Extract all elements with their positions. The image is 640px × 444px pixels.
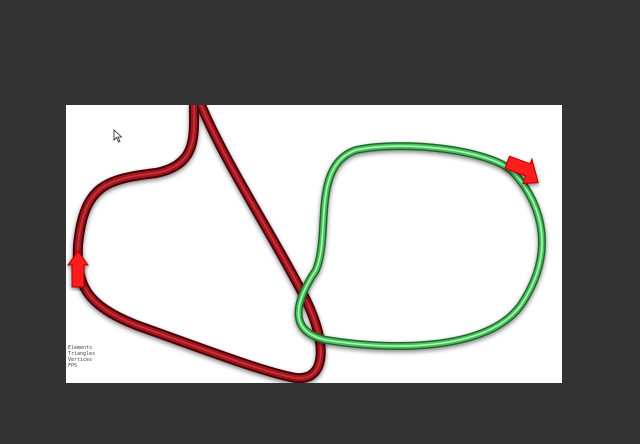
stat-label: Vertices [68,357,93,363]
stat-label: FPS [68,363,78,369]
green-tube[interactable] [294,142,546,351]
scene-canvas [67,105,546,383]
stats-overlay: Elements Triangles Vertices FPS [68,345,113,369]
red-tube[interactable] [72,105,326,383]
stat-label: Triangles [68,351,96,357]
red-tube-arrow-icon[interactable] [67,250,89,288]
green-tube-arrow-icon[interactable] [502,152,545,189]
stat-label: Elements [68,345,93,351]
render-viewport[interactable]: Elements Triangles Vertices FPS [66,105,562,383]
stats-labels: Elements Triangles Vertices FPS [68,345,95,369]
